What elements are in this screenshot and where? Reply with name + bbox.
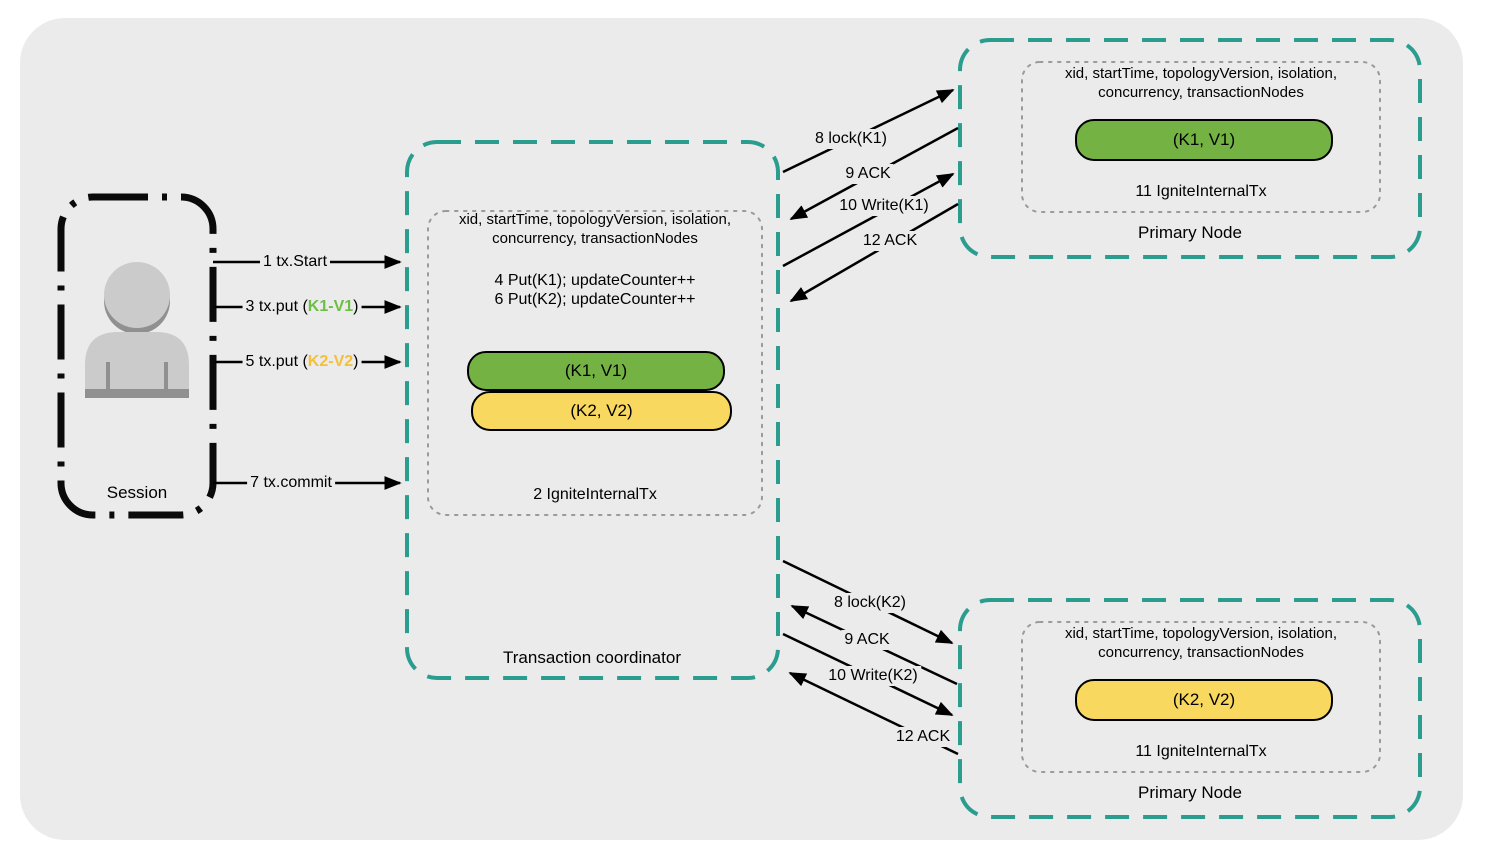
msg-ack-write-k2: 12 ACK [892,727,954,747]
arrow-ack-write-k1 [789,202,959,303]
coordinator-tx-state-border [427,210,763,516]
coordinator-tx-meta: xid, startTime, topologyVersion, isolati… [458,211,732,247]
tx-start-label: 1 tx.Start [259,252,331,272]
coordinator-tx-label: 2 IgniteInternalTx [533,486,657,503]
primary-node-bottom-entry: (K2, V2) [1075,679,1333,721]
primary-node-bottom-tx-meta: xid, startTime, topologyVersion, isolati… [1064,625,1338,661]
session-label: Session [106,483,168,502]
msg-ack-write-k1: 12 ACK [859,231,921,251]
coordinator-title: Transaction coordinator [503,648,681,667]
coordinator-entry-k2: (K2, V2) [471,391,732,431]
tx-put-k2-label: 5 tx.put (K2-V2) [242,352,362,372]
primary-node-top-border [958,38,1422,259]
msg-ack-lock-k1: 9 ACK [842,164,894,184]
coordinator-box-border [405,140,780,680]
tx-put-k1-label: 3 tx.put (K1-V1) [242,297,362,317]
primary-node-bottom-tx-state-border [1021,621,1381,773]
primary-node-top-title: Primary Node [1138,223,1242,242]
coordinator-entry-k1: (K1, V1) [467,351,725,391]
session-box-border [57,193,217,519]
k1-v1-key: K1-V1 [307,298,354,315]
primary-node-top-entry: (K1, V1) [1075,119,1333,161]
primary-node-top-tx-state-border [1021,61,1381,213]
arrow-write-k1 [782,172,955,268]
k2-v2-key: K2-V2 [307,353,354,370]
msg-write-k2: 10 Write(K2) [825,666,921,686]
coordinator-operations: 4 Put(K1); updateCounter++ 6 Put(K2); up… [494,272,696,308]
msg-ack-lock-k2: 9 ACK [841,630,893,650]
primary-node-bottom-tx-label: 11 IgniteInternalTx [1135,743,1267,760]
primary-node-top-tx-label: 11 IgniteInternalTx [1135,183,1267,200]
msg-lock-k1: 8 lock(K1) [811,129,891,149]
msg-lock-k2: 8 lock(K2) [830,593,910,613]
primary-node-top-tx-meta: xid, startTime, topologyVersion, isolati… [1064,65,1338,101]
msg-write-k1: 10 Write(K1) [836,196,932,216]
primary-node-bottom-title: Primary Node [1138,783,1242,802]
tx-commit-label: 7 tx.commit [247,473,335,493]
person-icon [85,262,189,398]
primary-node-bottom-border [958,598,1422,819]
